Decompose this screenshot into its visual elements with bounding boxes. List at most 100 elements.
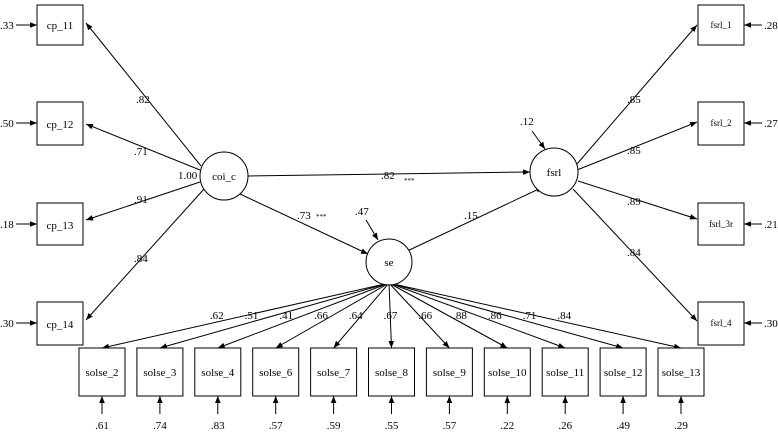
svg-text:cp_11: cp_11 (47, 20, 73, 32)
svg-text:fsrl: fsrl (547, 167, 562, 179)
sig-coi_c-se: *** (316, 213, 327, 221)
indicator-loading: .67 (384, 310, 398, 322)
indicator-name: solse_11 (546, 367, 584, 379)
svg-text:.18: .18 (0, 219, 14, 231)
svg-text:fsrl_1: fsrl_1 (711, 20, 732, 30)
se-indicator-solse_4: solse_4 .41 .83 (194, 282, 390, 432)
se-indicator-solse_9: solse_9 .66 .57 (388, 282, 473, 432)
svg-text:.30: .30 (0, 318, 14, 330)
se-residual: .47 (355, 206, 369, 218)
indicator-loading: .66 (418, 310, 432, 322)
loading-path (333, 282, 390, 349)
se-indicator-group: solse_2.62.61solse_3.51.74solse_4.41.83s… (78, 282, 705, 432)
svg-text:.33: .33 (0, 20, 14, 32)
coef-coi_c-fsrl: .82 (381, 170, 395, 182)
fsrl-indicator-fsrl_3r: fsrl_3r .89 .21 (577, 180, 778, 246)
coi_c-indicator-cp_13: cp_13 .91 .18 (0, 181, 201, 246)
fsrl-indicator-fsrl_1: fsrl_1 .85 .28 (576, 4, 778, 165)
loading-path (159, 282, 390, 349)
svg-text:cp_13: cp_13 (47, 220, 74, 232)
svg-text:.27: .27 (764, 118, 778, 130)
indicator-name: solse_2 (86, 367, 119, 379)
indicator-box (310, 347, 358, 397)
indicator-loading: .84 (557, 310, 571, 322)
indicator-loading: .88 (453, 310, 467, 322)
svg-text:.85: .85 (627, 94, 641, 106)
fsrl-indicator-fsrl_2: fsrl_2 .85 .27 (576, 101, 778, 171)
se-indicator-solse_3: solse_3 .51 .74 (136, 282, 390, 432)
indicator-name: solse_12 (604, 367, 643, 379)
indicator-box (657, 347, 705, 397)
indicator-error: .83 (211, 420, 225, 432)
svg-text:cp_14: cp_14 (47, 319, 74, 331)
fsrl-residual: .12 (520, 116, 534, 128)
svg-text:.89: .89 (627, 196, 641, 208)
indicator-name: solse_13 (662, 367, 701, 379)
fsrl-residual-arrow (531, 130, 546, 150)
se-indicator-solse_2: solse_2.62.61 (78, 282, 390, 432)
svg-text:.50: .50 (0, 118, 14, 130)
se-indicator-solse_8: solse_8 .67 .55 (368, 282, 415, 432)
indicator-name: solse_3 (143, 367, 177, 379)
se-indicator-solse_7: solse_7.64.59 (310, 282, 390, 432)
indicator-loading: .86 (488, 310, 502, 322)
svg-text:cp_12: cp_12 (47, 119, 74, 131)
coi_c-variance: 1.00 (178, 170, 198, 182)
indicator-name: solse_10 (488, 367, 527, 379)
loading-path (101, 282, 390, 350)
coi_c-indicator-cp_12: cp_12 .71 .50 (0, 101, 201, 171)
indicator-name: solse_4 (201, 367, 235, 379)
indicator-name: solse_9 (433, 367, 467, 379)
indicator-error: .49 (616, 420, 630, 432)
indicator-box (425, 347, 473, 397)
loading-path (388, 282, 508, 349)
indicator-name: solse_7 (317, 367, 351, 379)
loading-path (388, 282, 395, 349)
path-coi_c-to-fsrl (247, 169, 531, 177)
svg-text:.91: .91 (134, 194, 148, 206)
indicator-error: .59 (327, 420, 341, 432)
indicator-loading: .71 (523, 310, 537, 322)
indicator-box (368, 347, 415, 397)
svg-text:.21: .21 (764, 219, 778, 231)
indicator-error: .74 (153, 420, 167, 432)
loading-path (275, 282, 390, 349)
svg-text:.71: .71 (134, 146, 148, 158)
svg-text:fsrl_3r: fsrl_3r (709, 219, 733, 229)
indicator-box (483, 347, 531, 397)
svg-text:.82: .82 (136, 94, 150, 106)
latent-coi_c: coi_c (199, 151, 249, 201)
loading-path (388, 282, 566, 349)
svg-text:se: se (384, 257, 393, 269)
indicator-error: .26 (558, 420, 572, 432)
indicator-loading: .41 (279, 310, 293, 322)
svg-text:.85: .85 (627, 145, 641, 157)
se-indicator-solse_6: solse_6.66.57 (252, 282, 390, 432)
indicator-box (78, 347, 126, 397)
indicator-error: .22 (500, 420, 514, 432)
loading-path (217, 282, 390, 349)
svg-text:.84: .84 (627, 247, 641, 259)
coef-coi_c-se: .73 (297, 210, 311, 222)
indicator-error: .61 (95, 420, 109, 432)
svg-text:fsrl_2: fsrl_2 (711, 118, 732, 128)
indicator-box (252, 347, 300, 397)
svg-text:.28: .28 (764, 20, 778, 32)
indicator-error: .57 (443, 420, 457, 432)
svg-text:fsrl_4: fsrl_4 (711, 318, 732, 328)
coi_c-indicator-cp_11: cp_11 .82 .33 (0, 4, 202, 167)
se-indicator-solse_11: solse_11 .86 .26 (388, 282, 589, 432)
indicator-error: .29 (674, 420, 688, 432)
indicator-error: .55 (385, 420, 399, 432)
svg-text:coi_c: coi_c (212, 171, 236, 183)
latent-se: se (365, 238, 413, 286)
indicator-loading: .51 (245, 310, 259, 322)
indicator-name: solse_8 (375, 367, 409, 379)
se-indicator-solse_13: solse_13 .84 .29 (388, 282, 705, 432)
se-indicator-solse_10: solse_10 .88 .22 (388, 282, 531, 432)
indicator-error: .57 (269, 420, 283, 432)
loading-path (388, 282, 682, 350)
coef-se-fsrl: .15 (464, 210, 478, 222)
se-indicator-solse_12: solse_12 .71 .49 (388, 282, 647, 432)
